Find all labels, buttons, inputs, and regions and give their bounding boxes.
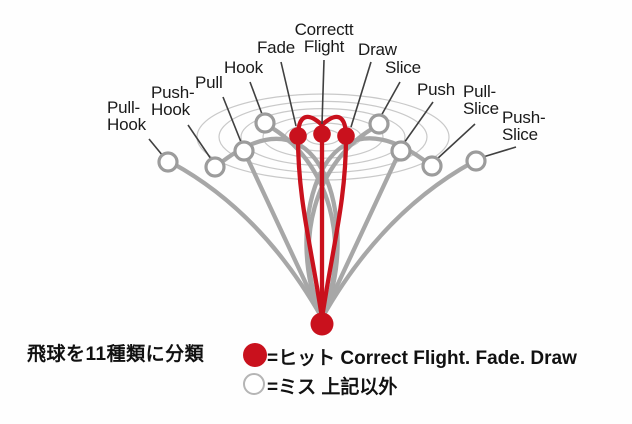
ball-push-slice [465,150,487,172]
leader-push-hook [187,124,212,160]
ball-pull-hook [157,151,179,173]
legend-title: 飛球を11種類に分類 [27,344,205,365]
label-correct-flight: Correctt Flight [294,20,354,56]
label-pull-hook: Pull- Hook [107,98,146,134]
ball-slice [368,113,390,135]
label-push-hook: Push- Hook [151,83,195,119]
label-push: Push [417,80,455,99]
trajectory-fade [295,114,325,321]
leader-slice [380,81,401,117]
label-slice: Slice [385,58,421,77]
trajectory-draw [319,114,349,321]
ball-hook [254,112,276,134]
miss-balls [157,112,487,178]
trajectory-pull-slice [304,136,432,321]
miss-trajectories [169,122,476,321]
label-draw: Draw [358,40,397,59]
leader-pull-slice [436,123,476,160]
label-push-slice: Push- Slice [502,108,546,144]
hit-trajectories [295,114,349,321]
legend-miss-text: =ミス 上記以外 [267,377,398,398]
trajectory-pull-hook [169,160,325,321]
leader-pull-hook [148,138,164,157]
ball-draw [337,127,355,145]
hit-circle-icon [243,343,267,367]
ball-push [390,140,412,162]
leader-fade [280,61,297,127]
legend-hit-text: =ヒット Correct Flight. Fade. Draw [267,348,577,369]
ball-pull-slice [421,155,443,177]
leader-push [403,101,434,144]
origin-ball [310,312,334,336]
label-fade: Fade [257,38,295,57]
ball-fade [289,127,307,145]
leader-draw [350,61,372,128]
trajectory-push-slice [319,159,476,321]
trajectory-pull [242,150,325,321]
label-leader-lines [148,59,517,160]
hit-balls [289,125,355,145]
miss-circle-icon [243,373,265,395]
trajectory-hook [264,122,338,321]
leader-pull [222,96,242,143]
label-pull-slice: Pull- Slice [463,82,499,118]
leader-hook [249,81,263,115]
ball-correct-flight [313,125,331,143]
label-hook: Hook [224,58,263,77]
ball-push-hook [204,156,226,178]
trajectory-push [319,150,402,321]
label-pull: Pull [195,73,223,92]
leader-correct-flight [321,59,325,125]
ball-pull [233,140,255,162]
leader-push-slice [482,146,517,158]
